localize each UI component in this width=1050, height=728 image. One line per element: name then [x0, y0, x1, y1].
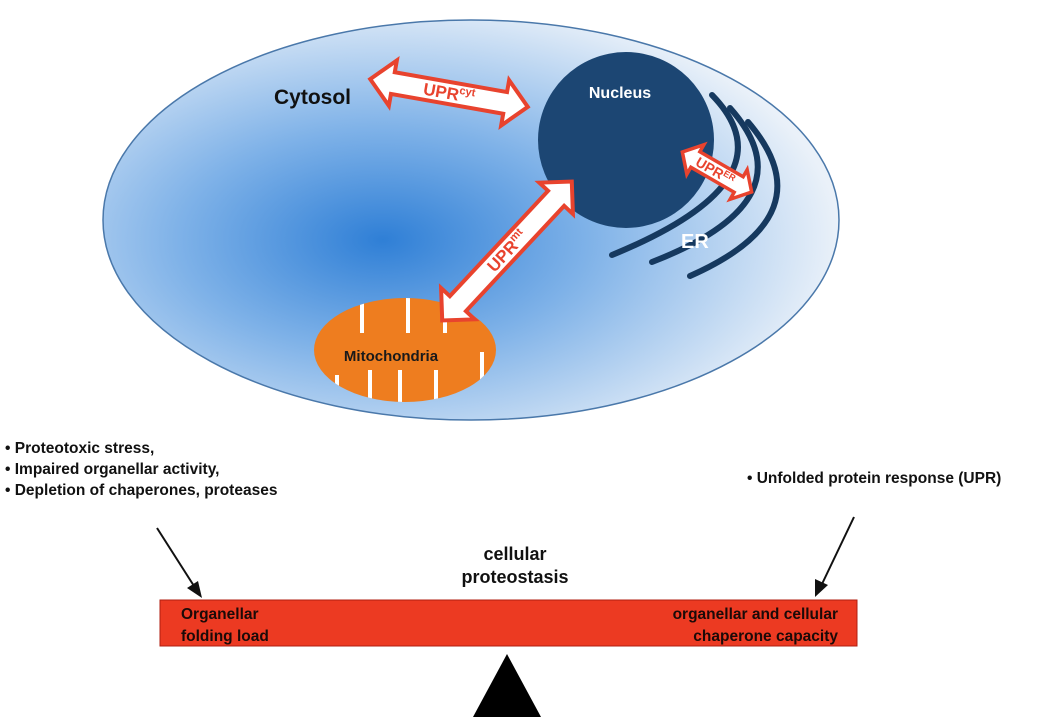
er-label: ER	[681, 231, 709, 253]
list-item: Unfolded protein response (UPR)	[747, 468, 1002, 489]
balance-fulcrum	[473, 654, 541, 717]
balance-beam	[159, 599, 858, 647]
chaperone-capacity-label-line1: organellar and cellular	[672, 606, 838, 623]
balance-caption-line2: proteostasis	[461, 567, 569, 587]
response-factors-list: Unfolded protein response (UPR)	[747, 468, 1002, 489]
response-pointer-arrow	[815, 516, 855, 597]
mitochondria	[314, 298, 496, 402]
upr-cyt-arrow: UPRcyt	[367, 56, 531, 130]
folding-load-label-line1: Organellar	[181, 606, 259, 623]
nucleus-label: Nucleus	[589, 85, 651, 102]
folding-load-label-line2: folding load	[181, 628, 269, 645]
list-item: Proteotoxic stress,	[5, 438, 277, 459]
list-item: Impaired organellar activity,	[5, 459, 277, 480]
chaperone-capacity-label-line2: chaperone capacity	[693, 628, 838, 645]
balance-caption-line1: cellular	[483, 544, 547, 564]
mitochondria-label: Mitochondria	[344, 348, 439, 365]
load-factors-list: Proteotoxic stress, Impaired organellar …	[5, 438, 278, 501]
nucleus	[538, 52, 714, 228]
list-item: Depletion of chaperones, proteases	[5, 480, 278, 501]
cytosol-label: Cytosol	[274, 86, 351, 109]
load-pointer-arrow	[156, 527, 202, 598]
